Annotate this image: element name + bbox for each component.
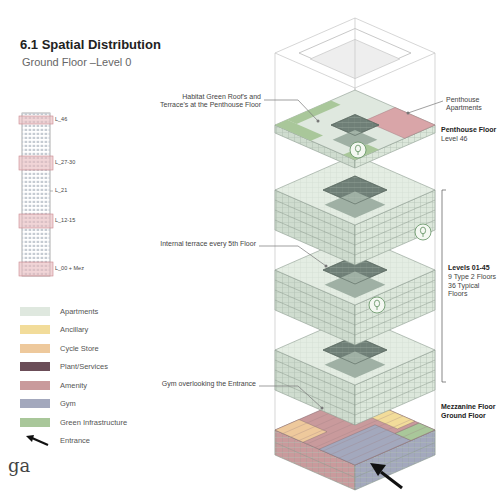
legend-arrow <box>20 435 50 447</box>
level-tag: L_00 + Mez <box>55 265 105 271</box>
legend-row: Entrance <box>20 435 90 447</box>
legend-row: Cycle Store <box>20 342 99 354</box>
legend-row: Apartments <box>20 305 98 317</box>
page-title: 6.1 Spatial Distribution <box>20 37 161 52</box>
legend-row: Green Infrastructure <box>20 416 127 428</box>
typical-floor-block <box>275 155 435 265</box>
legend-row: Amenity <box>20 379 87 391</box>
legend-swatch <box>20 307 50 316</box>
floor-note: 9 Type 2 Floors <box>448 273 498 281</box>
floor-heading: Mezzanine Floor <box>441 403 497 411</box>
floor-heading: Ground Floor <box>441 412 497 420</box>
leader-lines <box>259 100 446 408</box>
floor-note: 36 Typical Floors <box>448 282 498 298</box>
level-tag: L_12-15 <box>55 217 105 223</box>
legend-text: Plant/Services <box>60 362 108 371</box>
legend-swatch <box>20 381 50 390</box>
tree-icon <box>369 297 385 313</box>
callout-note: Penthouse Apartments <box>446 96 497 112</box>
tower-wireframe <box>275 18 435 490</box>
legend-text: Amenity <box>60 381 87 390</box>
level-tag: L_46 <box>55 116 105 122</box>
legend-text: Green Infrastructure <box>60 418 127 427</box>
callout-note: Gym overlooking the Entrance <box>160 380 256 388</box>
legend-row: Plant/Services <box>20 361 108 373</box>
legend-swatch <box>20 418 50 427</box>
penthouse-plate <box>275 90 435 168</box>
tree-icon <box>415 224 431 240</box>
legend-text: Ancillary <box>60 325 88 334</box>
legend-swatch <box>20 325 50 334</box>
legend-row: Gym <box>20 398 76 410</box>
exploded-axonometric <box>275 18 435 490</box>
legend-row: Ancillary <box>20 324 88 336</box>
floor-heading: Levels 01-45 <box>448 264 498 272</box>
tree-icon <box>350 142 366 158</box>
floor-note: Level 46 <box>441 135 497 143</box>
subtitle: Ground Floor –Level 0 <box>22 56 242 69</box>
callout-note: Internal terrace every 5th Floor <box>160 240 256 248</box>
level-tag: L_27-30 <box>55 159 105 165</box>
legend-swatch <box>20 344 50 353</box>
callout-note: Habitat Green Roof's and Terrace's at th… <box>160 93 261 109</box>
entrance-arrow <box>370 463 402 488</box>
floor-heading: Penthouse Floor <box>441 126 497 134</box>
legend-swatch <box>20 399 50 408</box>
logo: ga <box>8 456 48 477</box>
tower-elevation <box>19 113 53 276</box>
legend-text: Entrance <box>60 436 90 445</box>
legend-text: Gym <box>60 399 76 408</box>
leader-dots <box>317 112 410 410</box>
legend-swatch <box>20 362 50 371</box>
legend-text: Cycle Store <box>60 344 99 353</box>
level-tag: L_21 <box>55 187 105 193</box>
legend-text: Apartments <box>60 307 98 316</box>
